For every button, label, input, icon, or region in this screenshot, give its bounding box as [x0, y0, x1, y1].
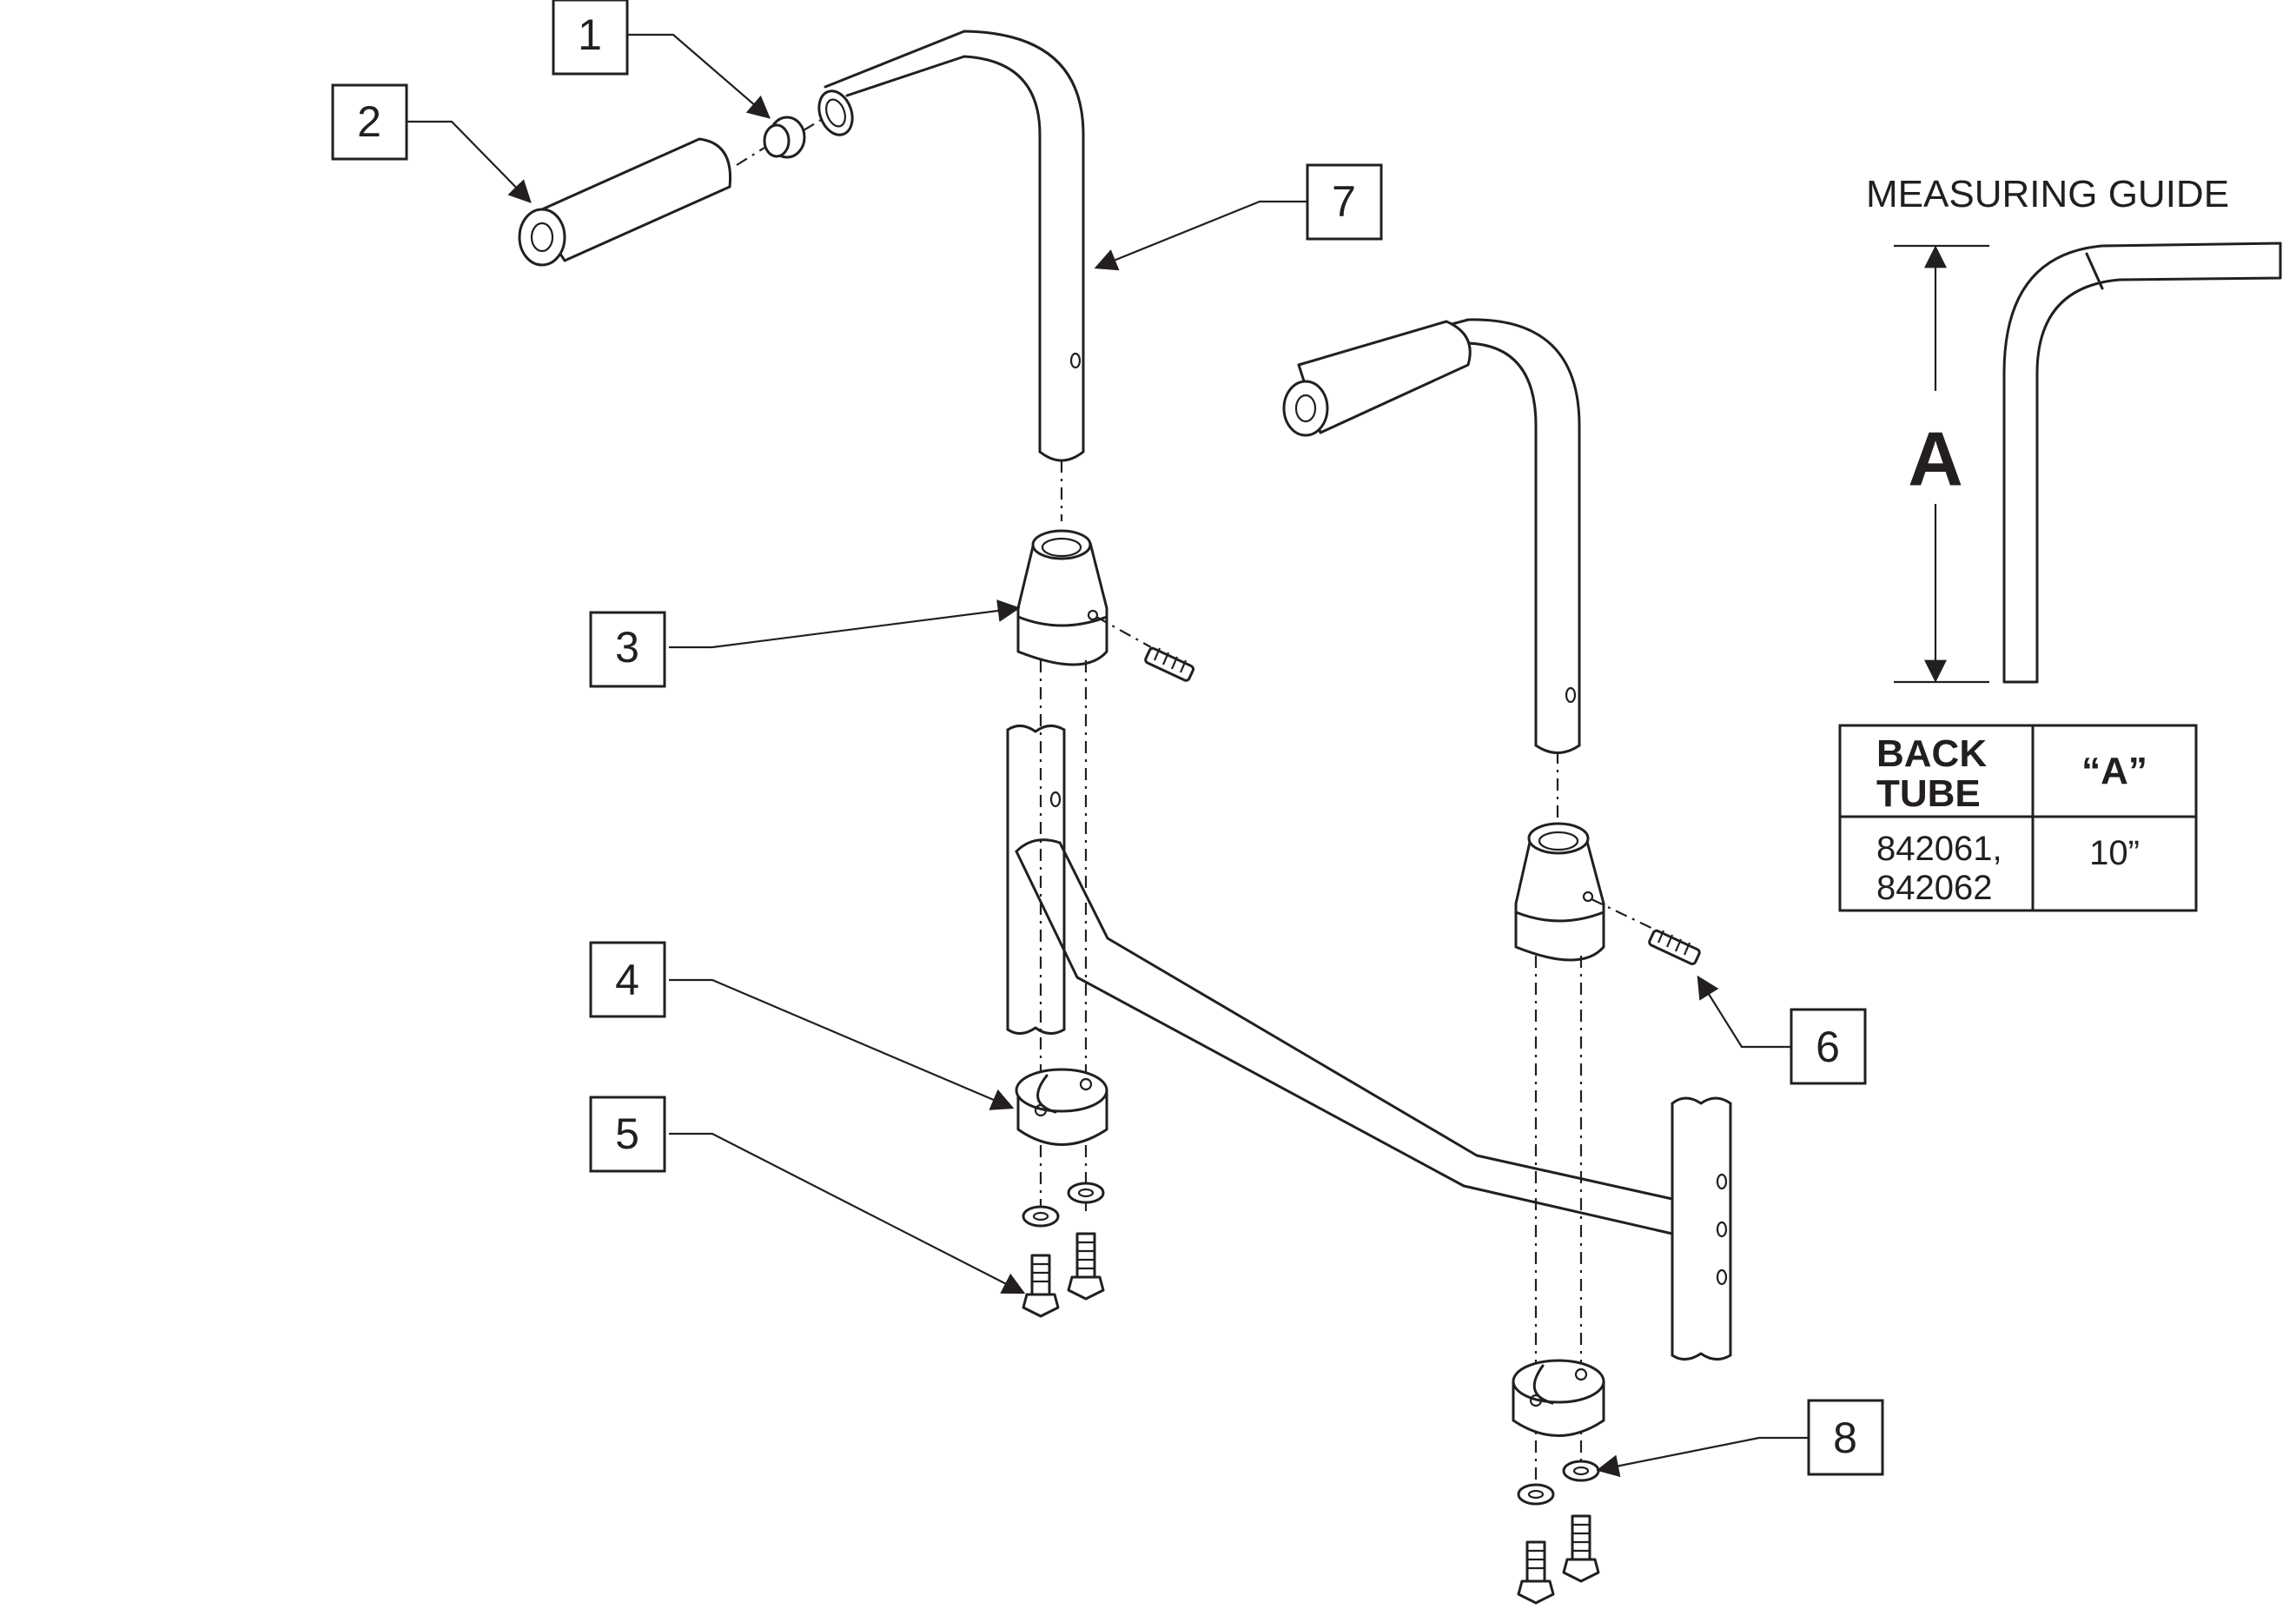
frame-tube-right: [1671, 1096, 1732, 1361]
cross-bar: [1015, 838, 1674, 1235]
callout-8-label: 8: [1833, 1414, 1857, 1462]
push-handle-tube-left: [817, 30, 1085, 462]
callout-5-label: 5: [615, 1109, 639, 1158]
callout-8: 8: [1807, 1399, 1884, 1476]
callout-4-label: 4: [615, 956, 639, 1004]
washer-bolt-right-2: [1562, 1460, 1600, 1583]
set-screw-left: [1144, 646, 1195, 682]
hand-grip-right: [1282, 320, 1472, 437]
callout-3-label: 3: [615, 623, 639, 672]
hand-grip-left: [518, 137, 732, 267]
table-header-a: “A”: [2081, 750, 2147, 792]
dimension-label-a: A: [1908, 416, 1963, 502]
table-part-number-2: 842062: [1876, 869, 1992, 907]
callout-7-label: 7: [1332, 177, 1356, 226]
right-assembly: [1282, 318, 1732, 1605]
callout-4: 4: [589, 941, 666, 1018]
callout-5: 5: [589, 1096, 666, 1173]
top-clamp-left: [1016, 529, 1108, 666]
callout-7: 7: [1306, 163, 1383, 241]
left-assembly: [518, 30, 1674, 1318]
table-header-back-line-2: TUBE: [1876, 772, 1981, 815]
bottom-clamp-right: [1512, 1359, 1605, 1437]
callout-3: 3: [589, 611, 666, 688]
washer-bolt-left-2: [1067, 1182, 1105, 1301]
bottom-clamp-left: [1015, 1068, 1108, 1146]
callout-leaders: [407, 33, 1809, 1478]
top-clamp-right: [1514, 822, 1605, 962]
measuring-guide: MEASURING GUIDE A: [1866, 173, 2282, 684]
measuring-guide-title: MEASURING GUIDE: [1866, 173, 2229, 215]
table-value-a: 10”: [2089, 834, 2140, 872]
end-cap-left: [763, 116, 806, 159]
callout-6-label: 6: [1816, 1023, 1840, 1071]
callout-2-label: 2: [357, 97, 381, 146]
set-screw-right: [1648, 929, 1701, 966]
washer-bolt-left-1: [1022, 1205, 1060, 1318]
table-header-back-line-1: BACK: [1876, 732, 1987, 775]
callout-6: 6: [1790, 1008, 1867, 1085]
callout-1: 1: [552, 0, 629, 76]
washer-bolt-right-1: [1517, 1483, 1555, 1605]
callout-1-label: 1: [578, 10, 602, 59]
frame-tube-left: [1006, 725, 1066, 1035]
callout-2: 2: [331, 83, 408, 161]
table-part-number-1: 842061,: [1876, 830, 2002, 868]
back-tube-table: BACK TUBE “A” 842061, 842062 10”: [1838, 724, 2198, 912]
